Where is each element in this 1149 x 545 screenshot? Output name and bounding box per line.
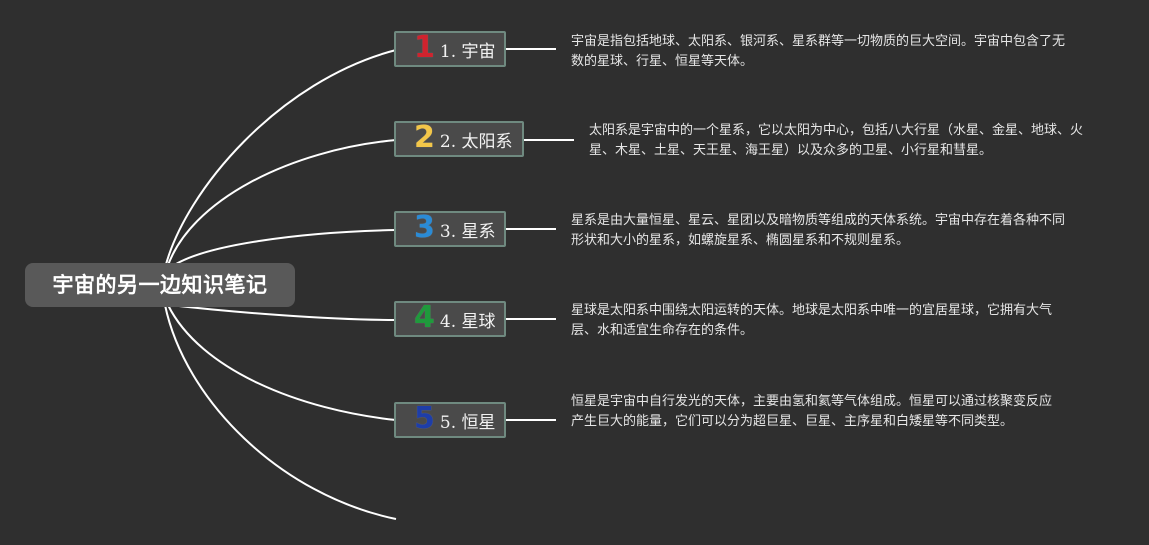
connector-curve-4 bbox=[169, 304, 397, 321]
connector-curve-2 bbox=[166, 139, 397, 269]
note-universe: 宇宙是指包括地球、太阳系、银河系、星系群等一切物质的巨大空间。宇宙中包含了无数的… bbox=[571, 34, 1066, 69]
number-4-icon: 4 bbox=[414, 300, 435, 335]
topic-label: 1. 宇宙 bbox=[439, 41, 496, 62]
number-2-icon: 2 bbox=[414, 120, 435, 155]
number-3-icon: 3 bbox=[414, 210, 435, 245]
note-star: 恒星是宇宙中自行发光的天体，主要由氢和氦等气体组成。恒星可以通过核聚变反应产生巨… bbox=[571, 394, 1053, 429]
topic-universe[interactable]: 1 1. 宇宙 bbox=[394, 31, 506, 67]
note-galaxy: 星系是由大量恒星、星云、星团以及暗物质等组成的天体系统。宇宙中存在着各种不同形状… bbox=[571, 213, 1066, 248]
topic-label: 2. 太阳系 bbox=[439, 131, 513, 152]
topic-label: 5. 恒星 bbox=[439, 412, 496, 433]
connector-curve-5 bbox=[167, 304, 397, 421]
note-solar-system: 太阳系是宇宙中的一个星系，它以太阳为中心，包括八大行星（水星、金星、地球、火星、… bbox=[589, 123, 1084, 158]
note-planet: 星球是太阳系中围绕太阳运转的天体。地球是太阳系中唯一的宜居星球，它拥有大气层、水… bbox=[571, 303, 1053, 338]
connector-curve-6 bbox=[164, 304, 397, 520]
central-topic[interactable]: 宇宙的另一边知识笔记 bbox=[25, 263, 295, 307]
topic-label: 3. 星系 bbox=[439, 221, 496, 242]
number-5-icon: 5 bbox=[414, 401, 435, 436]
topic-solar-system[interactable]: 2 2. 太阳系 bbox=[394, 121, 524, 157]
topic-planet[interactable]: 4 4. 星球 bbox=[394, 301, 506, 337]
topic-galaxy[interactable]: 3 3. 星系 bbox=[394, 211, 506, 247]
connector-curve-3 bbox=[169, 229, 397, 269]
connector-curve-1 bbox=[164, 49, 397, 269]
number-1-icon: 1 bbox=[414, 30, 435, 65]
topic-star[interactable]: 5 5. 恒星 bbox=[394, 402, 506, 438]
topic-label: 4. 星球 bbox=[439, 311, 496, 332]
